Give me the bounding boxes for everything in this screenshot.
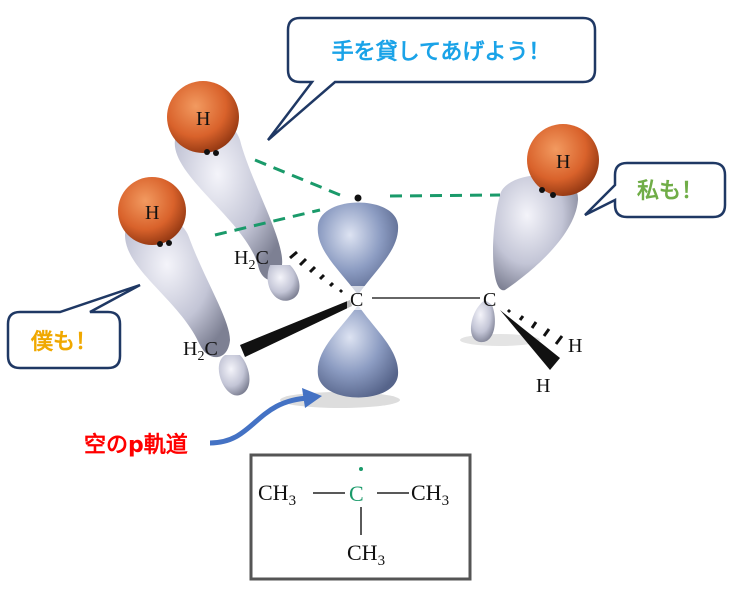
right-carbon-label: C [483,289,496,311]
c-h-sigma-lobe [174,117,283,280]
c-h-sigma-lobe [493,175,579,291]
h-atom-label: H [196,108,210,130]
electron-dot [550,192,556,198]
radical-dot [359,467,363,471]
formula-ch3-left: CH3 [258,480,296,509]
hyperconjugation-dashes [214,158,501,237]
speech-bubble-left: 僕も！ [6,283,141,370]
h-atom-label: H [145,202,159,224]
electron-dot [204,149,210,155]
arrow-icon [209,395,311,446]
h-atom-sphere [167,81,239,153]
p-orbital-lower-lobe [317,305,399,398]
speech-bubble-top-text: 手を貸してあげよう！ [332,39,551,65]
formula-ch3-bottom: CH3 [347,540,385,569]
empty-p-orbital-label: 空のp軌道 [84,432,188,458]
h2c-label-front: H2C [183,338,218,364]
speech-bubble-right: 私も！ [584,161,727,219]
h-label-bottom: H [536,375,550,397]
h2c-label-back: H2C [234,247,269,273]
electron-dot [157,241,163,247]
electron-dot [354,194,362,202]
central-carbon-label: C [350,289,363,311]
speech-bubble-left-text: 僕も！ [30,330,97,355]
electron-dot [539,187,545,193]
p-orbital-upper-lobe [317,202,399,295]
formula-ch3-right: CH3 [411,480,449,509]
speech-bubble-top: 手を貸してあげよう！ [267,16,597,141]
h-atom-sphere [527,124,599,196]
small-lobe [267,265,300,301]
formula-central-carbon: C [349,481,364,506]
c-h-sigma-lobe [125,215,230,358]
small-lobe [218,355,250,396]
h-label-right: H [568,335,582,357]
wedge-bond [500,310,560,370]
small-lobe [470,300,495,343]
tert-butyl-cation-formula: CH3 C CH3 CH3 [258,467,449,569]
wedge-bond [240,300,352,357]
electron-dot [166,240,172,246]
hash-bond [289,250,564,345]
electron-dot [213,150,219,156]
arrow-head-icon [302,388,322,408]
speech-bubble-right-text: 私も！ [637,179,703,204]
h-atom-sphere [118,177,186,245]
h-atom-label: H [556,151,570,173]
